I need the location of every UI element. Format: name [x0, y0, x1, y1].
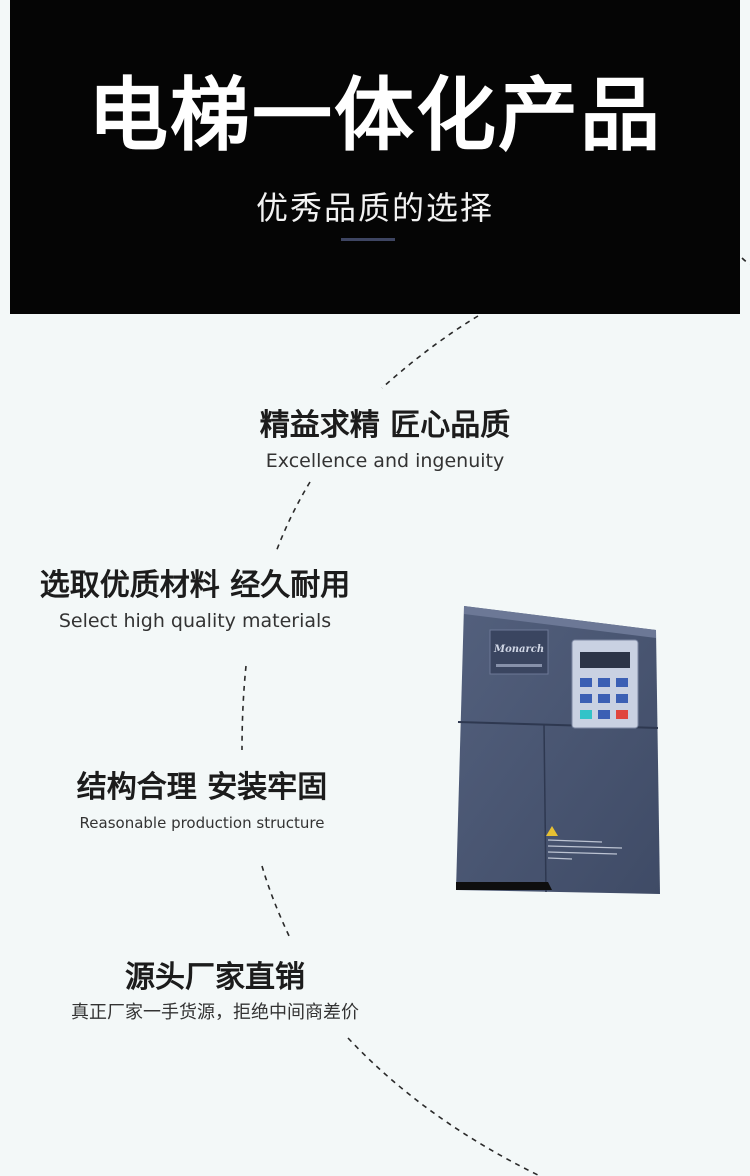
feature-subtitle: Excellence and ingenuity	[265, 450, 505, 472]
product-image: Monarch	[456, 606, 660, 894]
feature-subtitle: 真正厂家一手货源，拒绝中间商差价	[71, 1002, 359, 1023]
title-divider	[341, 238, 395, 241]
feature-subtitle: Reasonable production structure	[79, 814, 325, 832]
feature-materials: 选取优质材料 经久耐用 Select high quality material…	[20, 568, 370, 634]
page-subtitle: 优秀品质的选择	[255, 189, 494, 227]
feature-title: 选取优质材料 经久耐用	[39, 568, 351, 603]
feature-structure: 结构合理 安装牢固 Reasonable production structur…	[52, 770, 352, 836]
header-banner: 电梯一体化产品 优秀品质的选择	[10, 0, 740, 314]
feature-direct-sales: 源头厂家直销 真正厂家一手货源，拒绝中间商差价	[40, 960, 390, 1026]
page-title: 电梯一体化产品	[88, 69, 662, 162]
feature-title: 源头厂家直销	[125, 960, 305, 995]
feature-subtitle: Select high quality materials	[58, 610, 332, 632]
feature-title: 结构合理 安装牢固	[76, 770, 328, 805]
feature-craftsmanship: 精益求精 匠心品质 Excellence and ingenuity	[235, 408, 535, 474]
feature-title: 精益求精 匠心品质	[259, 408, 511, 443]
product-brand-label: Monarch	[493, 644, 544, 655]
